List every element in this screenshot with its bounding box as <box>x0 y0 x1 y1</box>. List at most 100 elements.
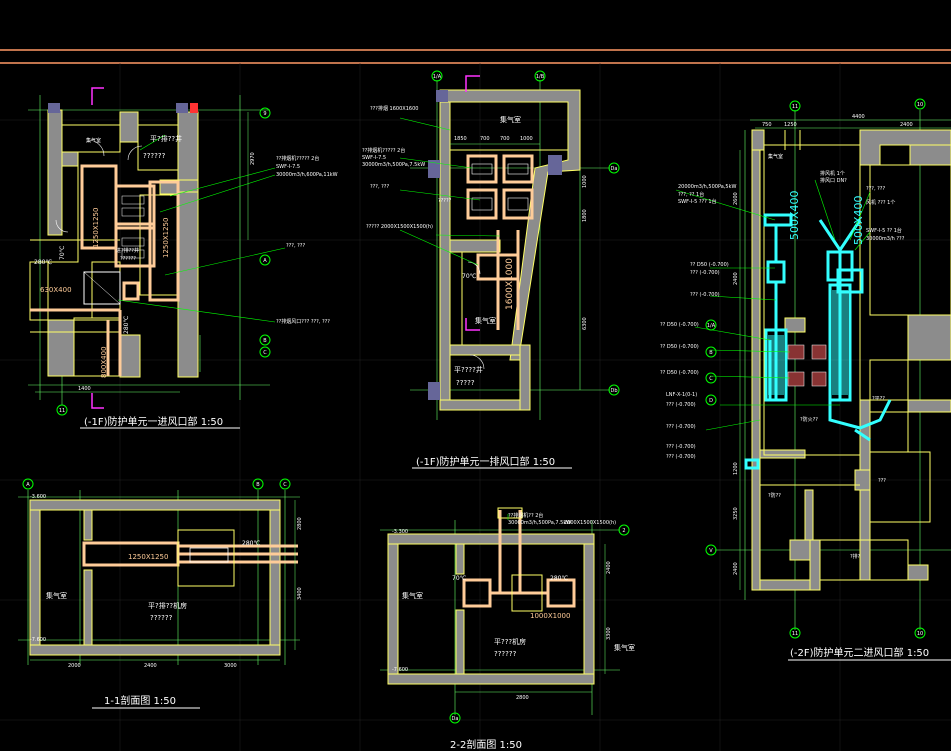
room-label: 平????井 <box>454 365 483 374</box>
equipment-note: SWF-I-5 ?? 1台 <box>866 227 902 234</box>
elevation-text: -3.600 <box>30 494 46 500</box>
elevation-text: -7.600 <box>30 637 46 643</box>
dimension-text: 1400 <box>78 386 91 392</box>
equipment-note: 2000X1500X1500(h) <box>564 520 616 526</box>
dimension-text: 1000 <box>520 136 533 142</box>
dimension-text: 6300 <box>582 317 588 330</box>
equipment-box <box>177 529 235 587</box>
view1-intake-plan[interactable]: 9 A B C 11 <box>28 87 338 429</box>
svg-text:10: 10 <box>917 102 923 108</box>
section1-axis-markers: A B C <box>22 478 291 490</box>
dimension-text: 3400 <box>297 587 303 600</box>
room-label: 集气室 <box>614 643 635 652</box>
room-label: ?防火?? <box>800 416 818 423</box>
equipment-note: 30000m3/h,500Pa,7.5kW <box>508 520 571 526</box>
equipment-note: 30000m3/h,600Pa,11kW <box>276 172 338 178</box>
equipment-note: 30000m3/h,500Pa,7.5kW <box>362 162 425 168</box>
dimension-text: 2400 <box>606 561 612 574</box>
dimension-text: 1250 <box>784 122 797 128</box>
pipe-note: LNF-X-1(0-1) <box>666 392 697 398</box>
room-label: ????? <box>456 379 475 387</box>
equipment-note: SWF-I-5 ??? 1台 <box>678 198 717 205</box>
equipment-note: 20000m3/h,500Pa,5kW <box>678 184 736 190</box>
duct-size-label: 500X400 <box>852 195 865 245</box>
temp-label: 70℃ <box>59 245 66 260</box>
svg-text:B: B <box>256 482 260 488</box>
equipment-note: SWF-I-7.5 <box>362 155 386 161</box>
column-block <box>548 155 562 175</box>
sheet-header-lines <box>0 49 951 64</box>
room-label: 集气室 <box>768 153 783 160</box>
svg-text:1/B: 1/B <box>536 74 545 80</box>
dimension-text: 1800 <box>582 209 588 222</box>
column-block <box>190 103 198 113</box>
column-block <box>176 103 188 113</box>
pipe-note: ?? D50 (-0.700) <box>660 370 699 376</box>
equipment-note: 排风口 DN? <box>820 177 847 184</box>
dimension-text: 2000 <box>68 663 81 669</box>
svg-text:11: 11 <box>792 631 798 637</box>
duct-size-label: 630X400 <box>40 286 72 294</box>
room-label: ?防?? <box>768 492 781 499</box>
dimension-text: 700 <box>480 136 490 142</box>
equipment-note: ???, ?? 1台 <box>678 191 704 198</box>
svg-text:C: C <box>263 350 267 356</box>
pipe-note: ??? (-0.700) <box>666 454 696 460</box>
pipe-note: ?? D50 (-0.700) <box>660 344 699 350</box>
view1-axis-markers: 9 A B C 11 <box>56 107 271 416</box>
view3-intake-plan[interactable]: 11 10 V 11 10 1/A B C D <box>660 98 951 661</box>
svg-text:Da: Da <box>452 716 459 722</box>
pipe-note: ?? D50 (-0.700) <box>690 262 729 268</box>
dimension-text: 3000 <box>224 663 237 669</box>
view2-axis-markers: 1/A 1/B Da Db <box>431 70 620 396</box>
section2-axis-markers: Da 2 <box>449 524 630 724</box>
view-title: (-1F)防护单元一进风口部 1:50 <box>84 415 223 428</box>
svg-text:Db: Db <box>610 388 617 394</box>
room-label: ?排? <box>850 553 861 560</box>
dimension-text: 2800 <box>516 695 529 701</box>
pipe-note: ??? (-0.700) <box>690 270 720 276</box>
dimension-text: 1200 <box>733 462 739 475</box>
svg-text:V: V <box>709 548 713 554</box>
svg-text:10: 10 <box>917 631 923 637</box>
svg-text:9: 9 <box>263 111 266 117</box>
svg-text:C: C <box>709 376 713 382</box>
duct-size-label: 500X400 <box>788 190 801 240</box>
duct-size-label: 1250X1250 <box>92 208 100 248</box>
section1-drawing[interactable]: A B C -3.600 -7.600 集气室 平?排?? <box>18 478 303 709</box>
view2-exhaust-plan[interactable]: 1/A 1/B Da Db <box>362 70 620 469</box>
temp-label: 70℃ <box>462 273 477 280</box>
column-block <box>48 103 60 113</box>
view-title: (-1F)防护单元一排风口部 1:50 <box>416 455 555 468</box>
svg-text:1/A: 1/A <box>707 323 716 329</box>
dimension-text: 2970 <box>250 152 256 165</box>
equipment-note: SWF-I-7.5 <box>276 164 300 170</box>
equipment-note: ??排烟风口??? ???, ??? <box>276 318 330 325</box>
dimension-text: 1000 <box>582 175 588 188</box>
column-block <box>436 90 448 102</box>
equipment-note: ??排烟机?? 2台 <box>508 512 543 519</box>
svg-text:C: C <box>283 482 287 488</box>
section2-drawing[interactable]: Da 2 -3.300 -7.600 集气室 <box>380 507 635 751</box>
room-label: 平?排??井 <box>150 134 182 143</box>
equipment-note: ????? <box>438 198 452 204</box>
svg-text:11: 11 <box>59 408 65 414</box>
elevation-text: -3.300 <box>392 529 408 535</box>
equipment-note: ??排烟机????? 2台 <box>362 147 405 154</box>
view3-axis-markers: 11 10 V 11 10 1/A B C D <box>705 98 926 639</box>
filter-box <box>83 271 121 305</box>
dimension-text: 700 <box>500 136 510 142</box>
dimension-text: 3250 <box>733 507 739 520</box>
pipe-note: ??? (-0.700) <box>666 424 696 430</box>
room-label: ?????? <box>150 614 173 622</box>
svg-text:A: A <box>26 482 30 488</box>
equipment-note: ??排烟机????? 2台 <box>276 155 319 162</box>
equipment-note: ????? 2000X1500X1500(h) <box>366 224 433 230</box>
room-label: ??? <box>878 478 886 484</box>
dimension-text: 1850 <box>454 136 467 142</box>
equipment-note: 风机 ??? 1个 <box>866 199 895 206</box>
temp-label: 280℃ <box>550 575 568 582</box>
duct-size-label: 1000X1000 <box>530 612 570 620</box>
dimension-text: 3300 <box>606 627 612 640</box>
